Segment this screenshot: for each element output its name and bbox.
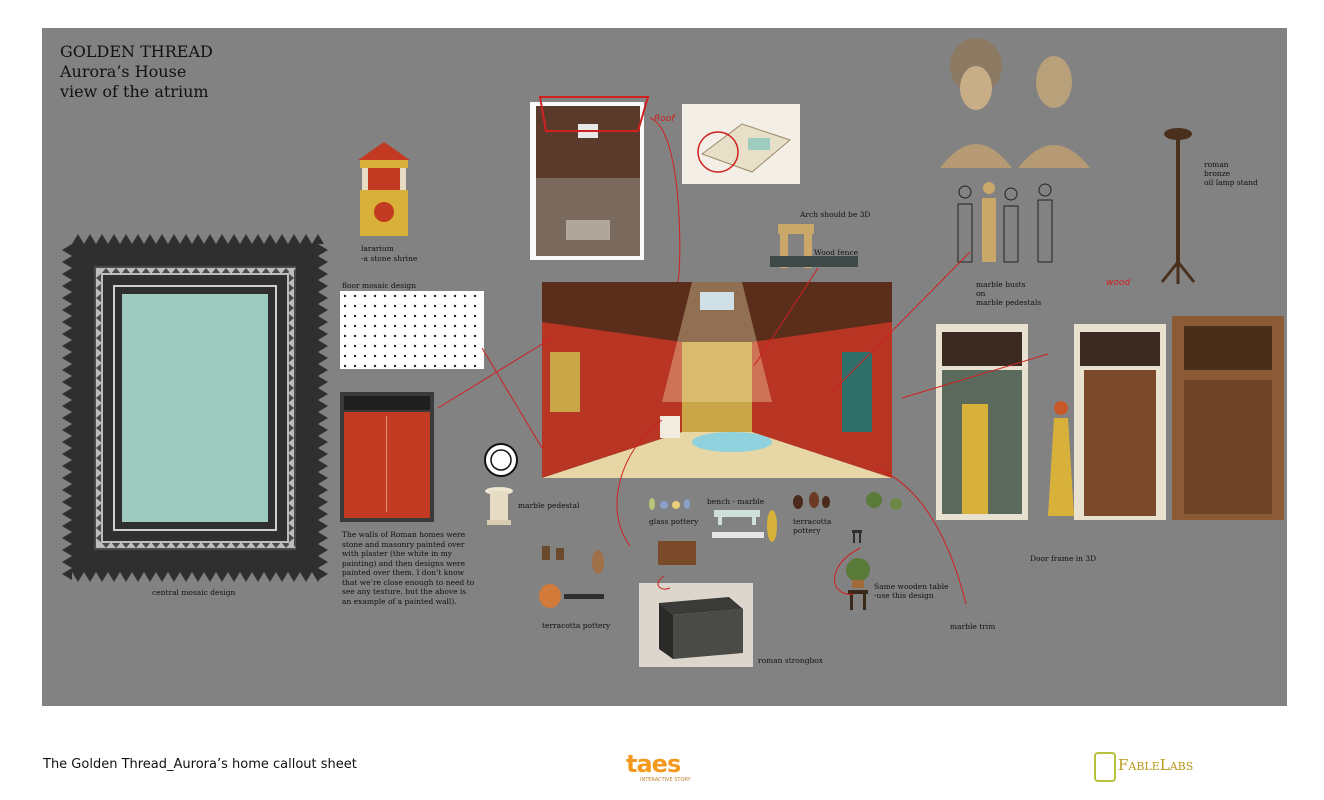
floor-mosaic-label: floor mosaic design bbox=[342, 281, 417, 290]
roof-reference-photo bbox=[530, 102, 644, 260]
marble-trim-label: marble trim bbox=[950, 622, 996, 631]
wooden-table-image bbox=[842, 556, 876, 612]
roof-highlight bbox=[538, 95, 650, 133]
roof-annotation: Roof bbox=[654, 114, 675, 124]
roman-villa-diagram bbox=[682, 104, 800, 184]
fablelabs-logo: FableLabs bbox=[1118, 756, 1194, 774]
lamp-stand-label: roman bronze oil lamp stand bbox=[1204, 160, 1258, 187]
lararium-label: lararium bbox=[361, 244, 394, 253]
lararium-image bbox=[354, 138, 414, 238]
bench-marble-image bbox=[710, 510, 778, 544]
roman-strongbox-label: roman strongbox bbox=[758, 656, 824, 665]
sheet-title: GOLDEN THREAD Aurora’s House view of the… bbox=[60, 42, 213, 102]
atrium-painting bbox=[542, 282, 892, 478]
door-frame-curtain bbox=[936, 324, 1028, 520]
terracotta-pottery-right-label: terracotta pottery bbox=[793, 517, 832, 535]
floor-mosaic-image bbox=[340, 291, 484, 369]
title-line-2: Aurora’s House bbox=[60, 62, 187, 81]
glass-pottery-label: glass pottery bbox=[649, 517, 699, 526]
marble-busts-label: marble busts on marble pedestals bbox=[976, 280, 1042, 307]
door-frame-label: Door frame in 3D bbox=[1030, 554, 1097, 563]
wood-annotation: wood bbox=[1106, 278, 1131, 288]
roman-strongbox-photo bbox=[639, 583, 753, 667]
footer-caption: The Golden Thread_Aurora’s home callout … bbox=[43, 757, 357, 772]
oil-lamp-stand-image bbox=[1158, 116, 1198, 286]
terracotta-pottery-left-image bbox=[538, 540, 608, 610]
pedestal-top-view bbox=[483, 442, 519, 478]
walls-note: The walls of Roman homes were stone and … bbox=[342, 530, 475, 606]
door-frame-wood bbox=[1074, 324, 1166, 520]
tales-logo-subtitle: INTERACTIVE STORY bbox=[640, 777, 691, 783]
same-wooden-table-label: Same wooden table -use this design bbox=[874, 582, 949, 600]
arch-image bbox=[776, 222, 816, 268]
arch-label: Arch should be 3D bbox=[800, 210, 871, 219]
title-line-3: view of the atrium bbox=[60, 82, 209, 101]
wood-fence-image bbox=[770, 256, 858, 267]
lararium-sub-label: -a stone shrine bbox=[361, 254, 418, 263]
marble-busts-image bbox=[938, 36, 1098, 170]
painted-wall-image bbox=[340, 392, 434, 522]
bench-marble-label: bench - marble bbox=[707, 497, 765, 506]
plants-image bbox=[848, 490, 908, 550]
busts-on-pedestals-sketch bbox=[954, 178, 1058, 264]
title-line-1: GOLDEN THREAD bbox=[60, 42, 213, 61]
marble-pedestal-label: marble pedestal bbox=[518, 501, 580, 510]
strongbox-small bbox=[658, 541, 696, 565]
terracotta-pottery-right-image bbox=[792, 490, 832, 510]
terracotta-pottery-left-label: terracotta pottery bbox=[542, 621, 611, 630]
marble-pedestal-image bbox=[484, 486, 514, 526]
glass-pottery-image bbox=[646, 496, 692, 510]
fablelabs-logo-icon bbox=[1094, 752, 1116, 782]
tales-logo: taes bbox=[626, 750, 681, 778]
aurora-figure bbox=[1046, 398, 1076, 518]
central-mosaic-image bbox=[60, 232, 330, 584]
wooden-door-photo bbox=[1172, 316, 1284, 520]
central-mosaic-label: central mosaic design bbox=[152, 588, 236, 597]
callout-board: GOLDEN THREAD Aurora’s House view of the… bbox=[42, 28, 1287, 706]
